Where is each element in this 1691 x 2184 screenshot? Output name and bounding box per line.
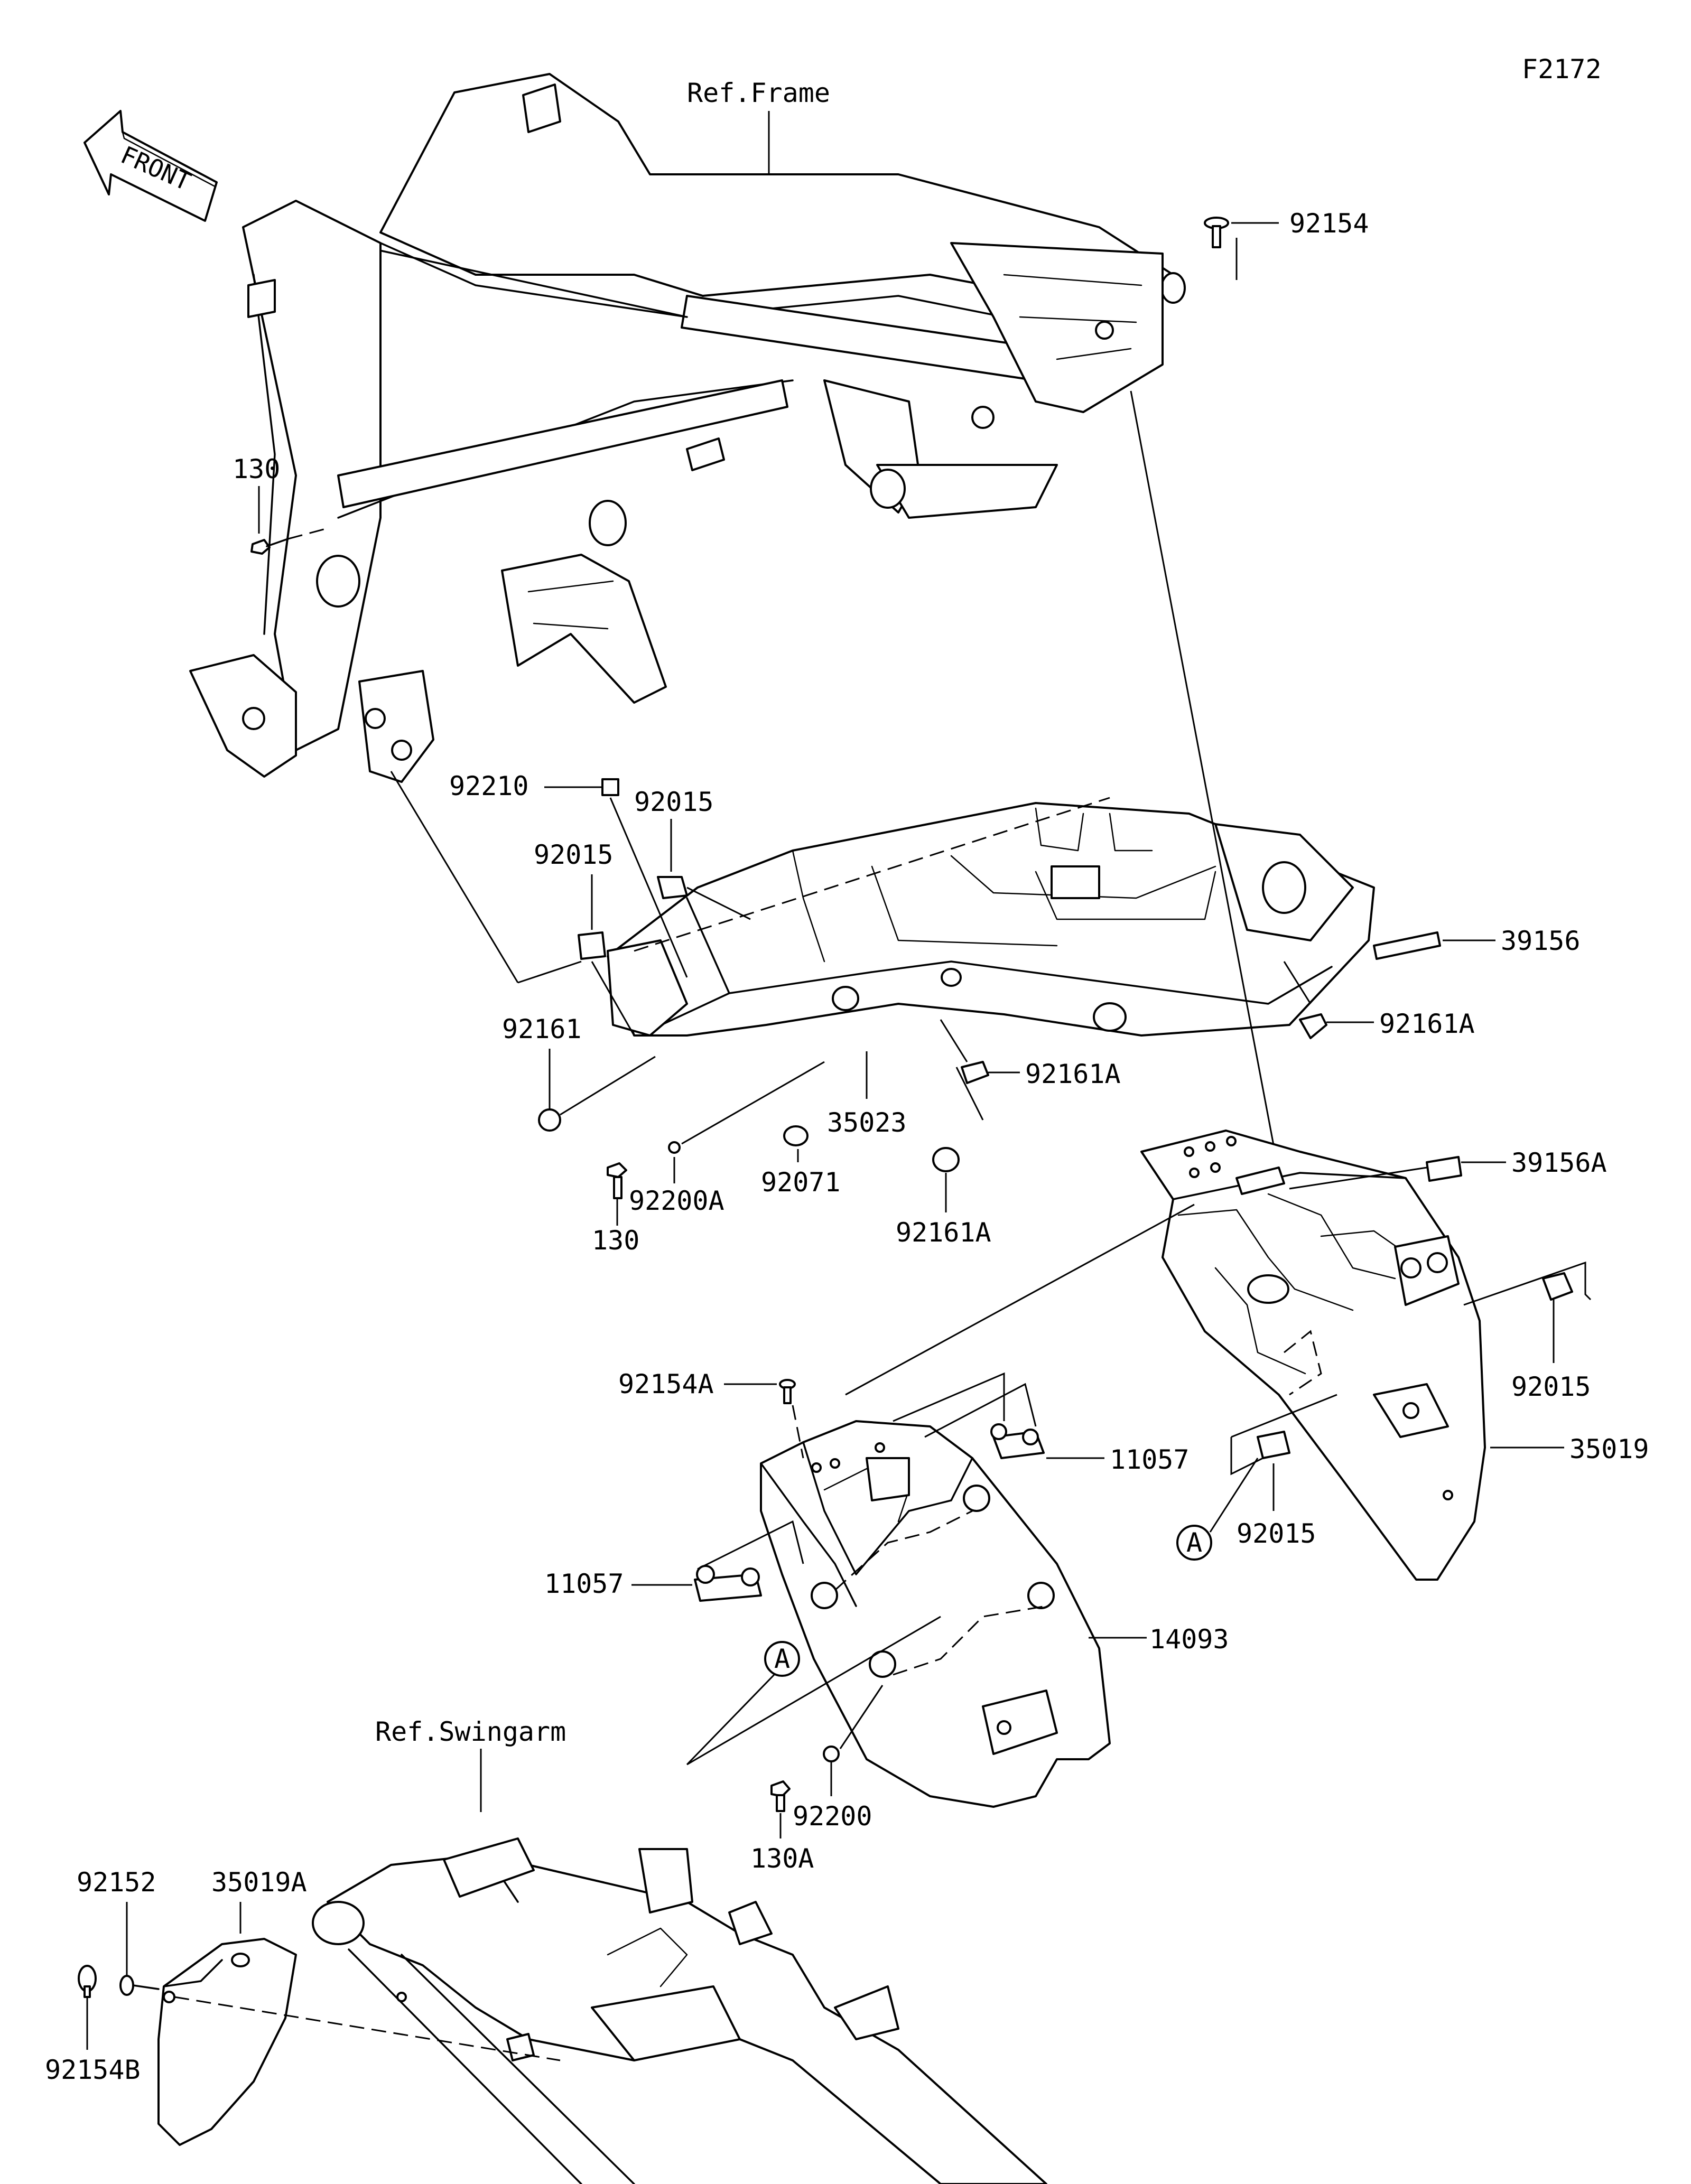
part-92071: 92071: [761, 1167, 841, 1198]
rear-fender-35019-drawing: [1140, 1130, 1486, 1581]
strip-39156-icon: [1373, 931, 1441, 960]
chain-guard-35019a-drawing: [157, 1938, 297, 2146]
ref-swingarm-label: Ref.Swingarm: [375, 1716, 566, 1747]
grommet-92161-icon: [538, 1108, 561, 1132]
part-92154a: 92154A: [618, 1369, 714, 1399]
inner-fender-14093-drawing: [760, 1420, 1111, 1808]
part-130-lower: 130: [592, 1225, 639, 1256]
clip-92015-right-icon: [1542, 1272, 1573, 1301]
clip-92015-lower-icon: [1257, 1431, 1290, 1459]
part-92015-c: 92015: [1511, 1371, 1591, 1402]
part-35019a: 35019A: [211, 1867, 307, 1898]
grommet-92161a-bottom-icon: [932, 1147, 960, 1172]
part-92152: 92152: [77, 1867, 156, 1898]
screw-92154a-icon: [779, 1379, 796, 1404]
part-11057-right: 11057: [1110, 1444, 1190, 1475]
clip-92015-icon: [657, 876, 688, 899]
bolt-130a-icon: [770, 1780, 791, 1812]
clamp-11057-right-icon: [990, 1423, 1045, 1459]
strip-39156a-icon: [1426, 1156, 1462, 1182]
part-92015-a: 92015: [634, 787, 714, 817]
part-11057-left: 11057: [544, 1569, 624, 1599]
bolt-92154b-icon: [78, 1965, 97, 1998]
part-130-upper: 130: [233, 454, 280, 484]
part-35019: 35019: [1569, 1434, 1649, 1464]
part-92161a-center: 92161A: [1025, 1059, 1121, 1089]
nut-92210-icon: [601, 778, 619, 796]
part-14093: 14093: [1149, 1624, 1229, 1655]
bolt-130-lower-icon: [607, 1162, 627, 1199]
part-92161a-bottom: 92161A: [896, 1217, 991, 1248]
part-39156: 39156: [1501, 926, 1581, 956]
bolt-92154-icon: [1204, 217, 1229, 248]
frame-drawing: [189, 73, 1186, 783]
part-92200: 92200: [793, 1801, 872, 1832]
part-35023: 35023: [827, 1107, 907, 1138]
part-92161: 92161: [502, 1014, 582, 1044]
part-39156a: 39156A: [1511, 1147, 1607, 1178]
grommet-92161a-right-icon: [1299, 1013, 1327, 1039]
clip-92015-left-icon: [578, 931, 606, 960]
front-arrow-icon: FRONT: [83, 110, 218, 222]
figure-id: F2172: [1522, 54, 1602, 85]
part-92015-b: 92015: [534, 839, 614, 870]
circle-callout-icon: A: [1176, 1525, 1212, 1561]
washer-92200-icon: [823, 1746, 840, 1762]
part-92200a: 92200A: [629, 1186, 724, 1216]
part-92154: 92154: [1289, 208, 1369, 239]
part-130a: 130A: [750, 1843, 814, 1874]
part-92161a-right: 92161A: [1379, 1009, 1475, 1039]
part-92015-d: 92015: [1237, 1518, 1316, 1549]
callout-a-left: A: [774, 1644, 790, 1674]
rear-fender-35023-drawing: [607, 802, 1375, 1037]
part-92210: 92210: [449, 771, 529, 801]
grommet-92161a-center-icon: [961, 1061, 989, 1084]
washer-92071-icon: [783, 1125, 809, 1146]
swingarm-drawing: [312, 1837, 1047, 2184]
ref-frame-label: Ref.Frame: [687, 78, 830, 108]
circle-callout-icon: A: [764, 1641, 800, 1677]
callout-a-right: A: [1186, 1527, 1202, 1558]
bolt-130-icon: [250, 538, 289, 555]
part-92154b: 92154B: [45, 2055, 141, 2085]
clamp-11057-left-icon: [694, 1565, 762, 1602]
washer-92200a-icon: [668, 1141, 681, 1154]
collar-92152-icon: [119, 1975, 160, 1996]
